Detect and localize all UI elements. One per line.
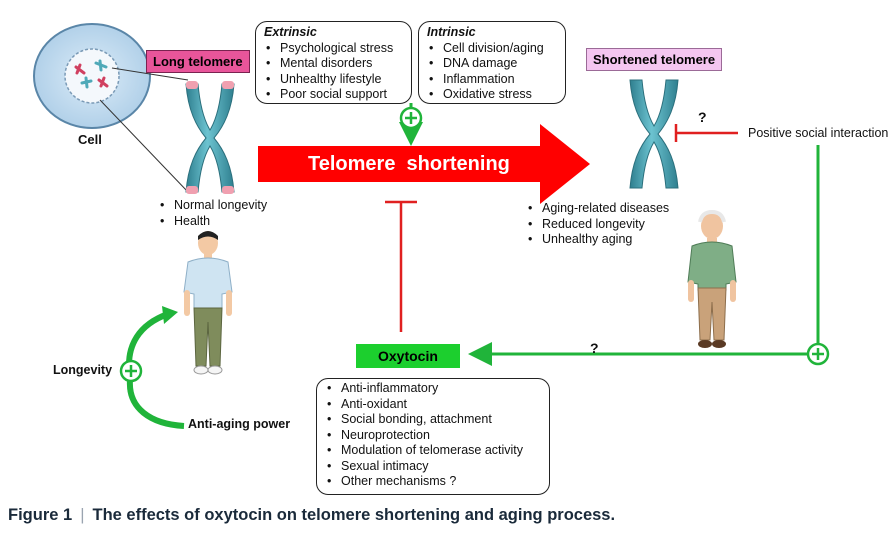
oxytocin-inhibits-shortening <box>385 200 417 332</box>
intrinsic-factors-box: Intrinsic Cell division/aging DNA damage… <box>418 21 566 104</box>
old-man-figure <box>687 209 737 348</box>
oxytocin-effect-item: Other mechanisms ? <box>325 474 541 490</box>
oxytocin-effect-item: Anti-oxidant <box>325 397 541 413</box>
figure-number: Figure 1 <box>8 506 73 524</box>
intrinsic-item: Oxidative stress <box>427 87 557 103</box>
social-to-oxytocin-arrow <box>468 145 830 366</box>
young-outcome-item: Health <box>158 214 267 230</box>
long-telomere-chromosome <box>185 81 235 194</box>
oxytocin-label: Oxytocin <box>356 344 460 368</box>
long-telomere-label: Long telomere <box>146 50 250 73</box>
telomere-shortening-arrow <box>258 124 590 204</box>
plus-icon-factors <box>399 106 423 130</box>
figure-caption: Figure 1 | The effects of oxytocin on telo… <box>8 506 615 525</box>
aged-outcome-item: Unhealthy aging <box>526 232 669 248</box>
cell-label: Cell <box>78 132 102 147</box>
young-outcomes: Normal longevity Health <box>158 198 267 229</box>
extrinsic-item: Mental disorders <box>264 56 403 72</box>
shortened-telomere-label: Shortened telomere <box>586 48 723 71</box>
oxytocin-question-mark: ? <box>590 340 599 356</box>
oxytocin-effect-item: Anti-inflammatory <box>325 381 541 397</box>
extrinsic-factors-box: Extrinsic Psychological stress Mental di… <box>255 21 412 104</box>
oxytocin-effects-box: Anti-inflammatory Anti-oxidant Social bo… <box>316 378 550 495</box>
young-outcome-item: Normal longevity <box>158 198 267 214</box>
longevity-loop <box>119 306 185 429</box>
aged-outcome-item: Reduced longevity <box>526 217 669 233</box>
caption-separator: | <box>80 506 85 524</box>
telomere-shortening-label: Telomere shortening <box>308 153 510 175</box>
extrinsic-item: Poor social support <box>264 87 403 103</box>
longevity-label: Longevity <box>53 363 113 377</box>
positive-social-interaction-label: Positive social interaction <box>748 126 889 140</box>
young-man-figure <box>183 231 233 375</box>
extrinsic-item: Unhealthy lifestyle <box>264 72 403 88</box>
extrinsic-item: Psychological stress <box>264 41 403 57</box>
caption-text: The effects of oxytocin on telomere shor… <box>92 506 616 524</box>
aged-outcomes: Aging-related diseases Reduced longevity… <box>526 201 669 248</box>
shortened-telomere-chromosome <box>629 79 679 189</box>
oxytocin-effect-item: Social bonding, attachment <box>325 412 541 428</box>
aged-outcome-item: Aging-related diseases <box>526 201 669 217</box>
cell-illustration <box>33 23 151 129</box>
intrinsic-item: Inflammation <box>427 72 557 88</box>
intrinsic-title: Intrinsic <box>427 25 476 39</box>
oxytocin-effect-item: Sexual intimacy <box>325 459 541 475</box>
intrinsic-item: DNA damage <box>427 56 557 72</box>
social-question-mark: ? <box>698 109 707 125</box>
extrinsic-title: Extrinsic <box>264 25 317 39</box>
oxytocin-effect-item: Modulation of telomerase activity <box>325 443 541 459</box>
intrinsic-item: Cell division/aging <box>427 41 557 57</box>
oxytocin-effect-item: Neuroprotection <box>325 428 541 444</box>
social-inhibits-chromosome <box>674 124 738 142</box>
anti-aging-power-label: Anti-aging power <box>188 417 291 431</box>
